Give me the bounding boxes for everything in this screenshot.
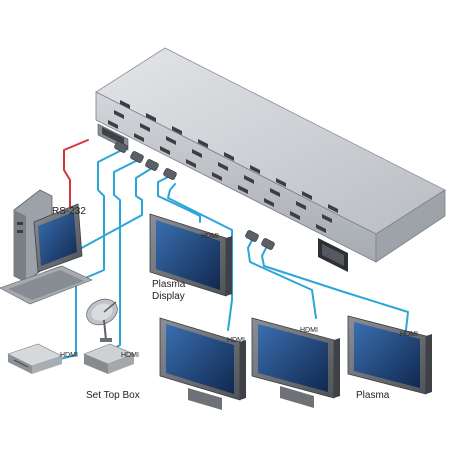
- hdmi-label: HDMI: [400, 331, 418, 338]
- hdmi-port-icon: [270, 188, 280, 197]
- hdmi-label: HDMI: [201, 233, 219, 240]
- hdmi-port-icon: [198, 139, 208, 148]
- satellite-dish-icon: [86, 298, 118, 342]
- hdmi-cable-dvd: [55, 149, 123, 361]
- hdmi-port-icon: [172, 126, 182, 135]
- hdmi-cable-out4: [261, 247, 409, 331]
- hdmi-cable-out2: [167, 183, 233, 331]
- dvd-player-icon: [7, 343, 63, 374]
- hdmi-port-icon: [192, 149, 202, 158]
- hdmi-port-icon: [290, 211, 300, 220]
- hdmi-port-icon: [224, 152, 234, 161]
- hdmi-plugs: [114, 141, 275, 250]
- plasma-bottom-label: Plasma: [356, 390, 390, 401]
- hdmi-port-icon: [134, 133, 144, 142]
- hdmi-port-icon: [120, 100, 130, 109]
- hdmi-port-icon: [160, 146, 170, 155]
- hdmi-port-icon: [328, 204, 338, 213]
- hdmi-port-icon: [140, 123, 150, 132]
- rs232-label: RS-232: [52, 206, 86, 217]
- hdmi-cable-pc: [55, 167, 153, 263]
- hdmi-port-icon: [146, 113, 156, 122]
- pc-icon: [0, 189, 93, 305]
- plasma-display-label-line2: Display: [152, 291, 185, 302]
- hdmi-port-icon: [114, 110, 124, 119]
- hdmi-port-icon: [244, 175, 254, 184]
- hdmi-port-icon: [250, 165, 260, 174]
- hdmi-cable-out3: [247, 239, 317, 319]
- hdmi-label: HDMI: [227, 337, 245, 344]
- hdmi-port-icon: [322, 214, 332, 223]
- plasma-display-icon: [149, 213, 232, 297]
- matrix-switcher-icon: [95, 47, 446, 263]
- hdmi-port-icon: [296, 201, 306, 210]
- plasma-display-icon: [347, 315, 432, 395]
- hdmi-port-icon: [218, 162, 228, 171]
- set-top-box-icon: [83, 343, 135, 374]
- hdmi-port-icon: [238, 185, 248, 194]
- hdmi-port-icon: [264, 198, 274, 207]
- hdmi-label: HDMI: [121, 352, 139, 359]
- hdmi-port-grid: [108, 100, 338, 233]
- plasma-display-icon: [159, 317, 246, 410]
- plasma-display-label-line1: Plasma: [152, 279, 186, 290]
- hdmi-label: HDMI: [300, 327, 318, 334]
- plasma-display-icon: [251, 317, 340, 408]
- hdmi-port-icon: [166, 136, 176, 145]
- set-top-box-label: Set Top Box: [86, 390, 140, 401]
- hdmi-port-icon: [316, 224, 326, 233]
- hdmi-port-icon: [302, 191, 312, 200]
- hdmi-port-icon: [186, 159, 196, 168]
- power-socket-icon: [318, 238, 348, 272]
- hdmi-label: HDMI: [60, 352, 78, 359]
- hdmi-cable-settop: [107, 159, 139, 353]
- hdmi-port-icon: [108, 120, 118, 129]
- hdmi-cable-out1: [157, 175, 201, 223]
- hdmi-port-icon: [276, 178, 286, 187]
- hdmi-port-icon: [212, 172, 222, 181]
